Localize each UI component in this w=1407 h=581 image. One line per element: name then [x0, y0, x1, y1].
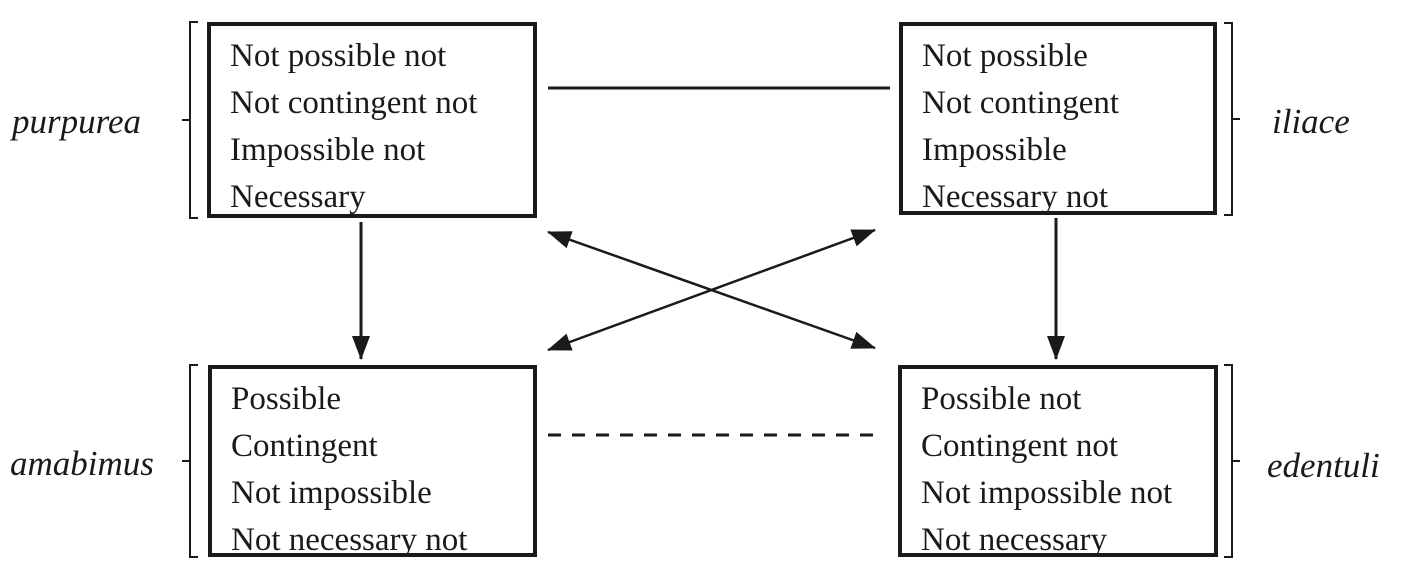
modal-expression: Not impossible not	[921, 475, 1173, 511]
box-purpurea: Not possible not Not contingent not Impo…	[207, 22, 537, 218]
modal-expression: Necessary	[230, 179, 366, 215]
modal-expression: Not impossible	[231, 475, 432, 511]
modal-expression: Possible	[231, 381, 342, 417]
modal-expression: Not contingent not	[230, 85, 478, 121]
modal-expression: Contingent	[231, 428, 378, 464]
label-edentuli: edentuli	[1267, 446, 1380, 485]
modal-expression: Impossible not	[230, 132, 426, 168]
contradictories-arrow-b	[547, 228, 876, 352]
label-iliace: iliace	[1272, 102, 1350, 141]
modal-expression: Impossible	[922, 132, 1067, 168]
modal-expression: Not contingent	[922, 85, 1120, 121]
label-amabimus: amabimus	[10, 444, 154, 483]
modal-expression: Not possible not	[230, 38, 447, 74]
modal-expression: Necessary not	[922, 179, 1109, 215]
bracket-edentuli	[1224, 364, 1240, 558]
modal-expression: Not necessary not	[231, 522, 468, 558]
modal-expression: Contingent not	[921, 428, 1119, 464]
label-purpurea: purpurea	[12, 102, 141, 141]
modal-expression: Possible not	[921, 381, 1082, 417]
box-edentuli: Possible not Contingent not Not impossib…	[898, 365, 1218, 558]
bracket-iliace	[1224, 22, 1240, 216]
bracket-purpurea	[182, 21, 198, 219]
box-iliace: Not possible Not contingent Impossible N…	[899, 22, 1217, 215]
bracket-amabimus	[182, 364, 198, 558]
modal-expression: Not possible	[922, 38, 1088, 74]
box-amabimus: Possible Contingent Not impossible Not n…	[208, 365, 537, 558]
modal-expression: Not necessary	[921, 522, 1108, 558]
